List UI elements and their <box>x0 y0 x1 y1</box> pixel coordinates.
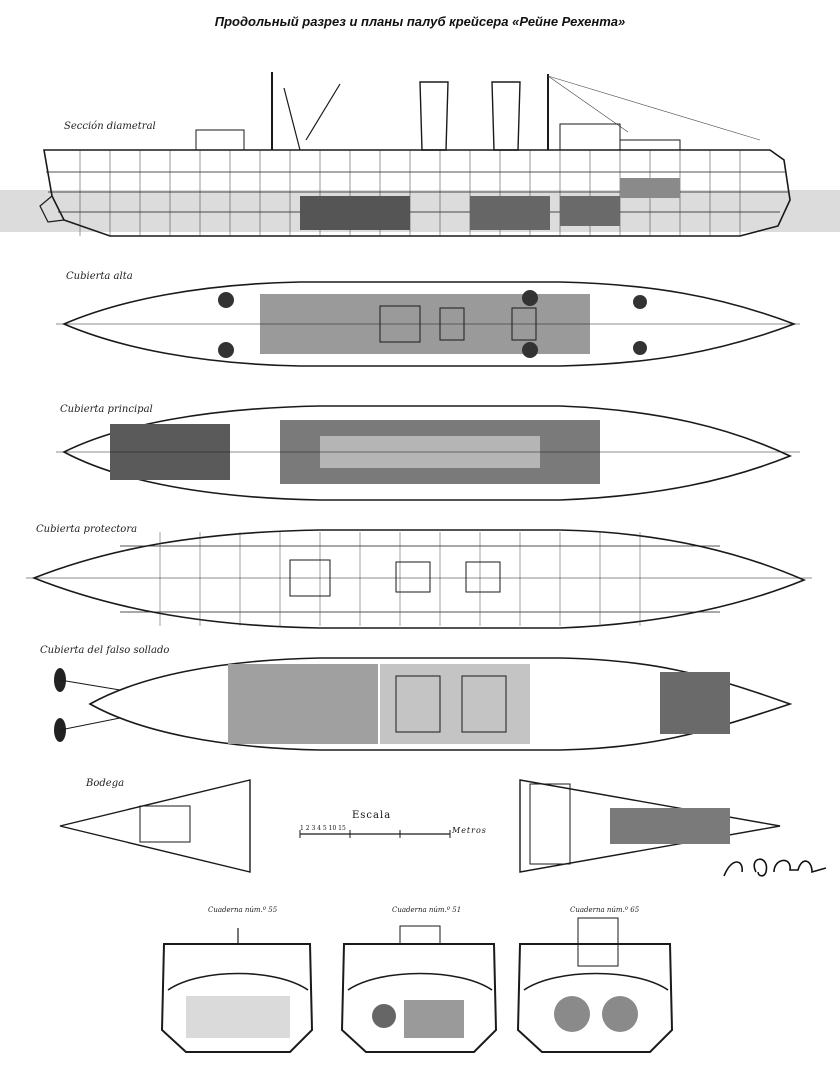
longitudinal-section <box>0 72 840 237</box>
page-title: Продольный разрез и планы палуб крейсера… <box>214 14 626 29</box>
false-deck-plan <box>54 657 793 751</box>
label-hold: Bodega <box>86 778 125 789</box>
scale-ticks: 1 2 3 4 5 10 15 <box>300 825 346 832</box>
scale-label: Escala <box>352 810 392 821</box>
label-protective-deck: Cubierta protectora <box>36 524 138 535</box>
main-deck-plan <box>56 405 800 501</box>
label-section: Sección diametral <box>64 121 156 132</box>
artist-signature <box>723 858 827 877</box>
label-false-deck: Cubierta del falso sollado <box>40 645 170 656</box>
upper-deck-plan <box>56 281 800 367</box>
protective-deck-plan <box>26 529 812 629</box>
frame-label-middle: Cuaderna núm.º 51 <box>392 906 462 914</box>
cross-section-51 <box>340 925 498 1053</box>
frame-label-left: Cuaderna núm.º 55 <box>208 906 278 914</box>
frame-label-right: Cuaderna núm.º 65 <box>570 906 640 914</box>
hold-plan-fore <box>519 779 781 873</box>
hold-plan-aft <box>59 779 251 873</box>
label-main-deck: Cubierta principal <box>60 404 153 415</box>
cross-section-55 <box>160 928 314 1053</box>
cross-section-65 <box>516 917 674 1053</box>
scale-unit: Metros <box>452 826 487 835</box>
label-upper-deck: Cubierta alta <box>66 271 133 282</box>
scale-bar <box>299 830 451 838</box>
